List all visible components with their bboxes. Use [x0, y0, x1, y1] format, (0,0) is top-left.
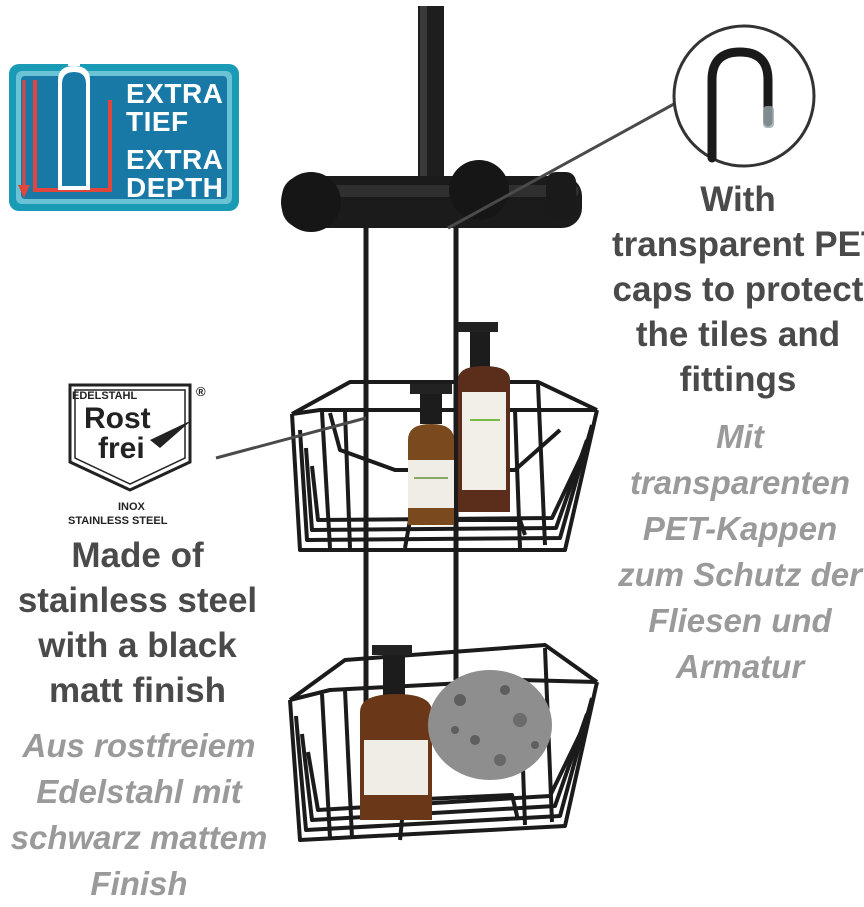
bottom-basket: [288, 643, 599, 842]
seal-top-text: EDELSTAHL: [72, 390, 138, 402]
bottle-right: [458, 322, 510, 512]
bottle-icon: [51, 40, 92, 190]
shower-rail: [281, 6, 582, 232]
badge-line-3: EXTRA: [126, 144, 224, 175]
badge-line-1: EXTRA: [126, 78, 224, 109]
seal-registered: ®: [196, 384, 206, 399]
bottle-left: [408, 384, 454, 525]
rostfrei-seal: [68, 383, 192, 492]
seal-inox: INOX: [118, 501, 145, 513]
top-basket: [290, 380, 599, 552]
right-english-text: With transparent PET caps to protect the…: [612, 180, 864, 399]
left-german-text: Aus rostfreiem Edelstahl mit schwarz mat…: [10, 727, 268, 902]
extra-depth-badge: [9, 40, 239, 211]
badge-line-2: TIEF: [126, 106, 189, 137]
bottle-bottom: [360, 645, 432, 820]
badge-line-4: DEPTH: [126, 172, 224, 203]
seal-stainless: STAINLESS STEEL: [68, 515, 168, 527]
seal-word-frei: frei: [98, 432, 145, 465]
seal-word-rost: Rost: [84, 402, 151, 435]
steel-callout-line: [215, 416, 367, 460]
hook-callout: [447, 24, 816, 230]
right-german-text: Mit transparenten PET-Kappen zum Schutz …: [618, 418, 862, 685]
left-english-text: Made of stainless steel with a black mat…: [17, 536, 258, 710]
sponge: [428, 670, 552, 780]
